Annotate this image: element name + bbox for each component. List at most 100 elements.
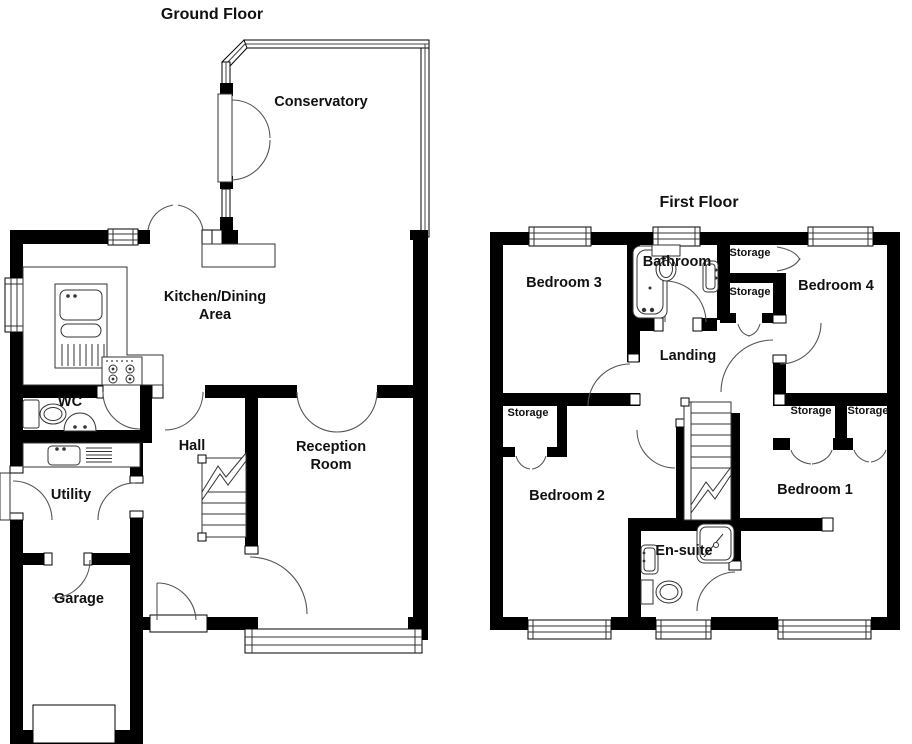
reception-double-door-right	[336, 391, 378, 433]
wall-segment	[547, 447, 567, 457]
wall-segment	[220, 83, 233, 96]
wall-segment	[835, 403, 847, 438]
conservatory-door-leaf	[217, 93, 233, 183]
wall-segment	[10, 230, 23, 278]
kitchen-patio-door-left	[147, 204, 174, 231]
room-label-reception-line1: Reception	[296, 439, 366, 455]
wall-segment	[205, 617, 258, 630]
storageB-door-right	[870, 449, 887, 463]
ground-floor-plan: Ground Floor	[0, 6, 430, 744]
room-label-bedroom1: Bedroom 1	[777, 482, 853, 498]
hob	[101, 356, 143, 386]
wall-segment	[500, 447, 515, 457]
wall-segment	[676, 427, 684, 520]
wall-segment	[700, 232, 808, 245]
wall-segment	[500, 393, 640, 406]
first-floor-door-jambs	[627, 314, 834, 571]
bathroom-door	[664, 280, 707, 323]
ground-floor-doors	[0, 93, 378, 621]
front-door	[156, 582, 197, 621]
room-label-ensuite: En-suite	[655, 543, 712, 559]
bedroom1-door	[720, 339, 774, 393]
ground-floor-windows	[4, 228, 423, 744]
wall-segment	[773, 393, 900, 406]
wall-segment	[731, 413, 740, 518]
ensuite-door	[696, 571, 736, 612]
storage1-door-left	[515, 455, 531, 470]
bedroom4-window	[807, 226, 874, 247]
conservatory-door-upper	[231, 99, 271, 139]
wall-segment	[762, 313, 778, 323]
storage-top-door-lower	[776, 257, 801, 272]
wall-segment	[140, 385, 152, 443]
first-floor-labels: Bedroom 3 Bathroom Storage Storage Bedro…	[508, 247, 889, 559]
wall-segment	[10, 520, 23, 744]
room-label-storage-mid: Storage	[730, 286, 771, 298]
wall-segment	[490, 232, 503, 630]
storageA-door-left	[790, 449, 812, 465]
room-label-wc: WC	[58, 394, 83, 410]
wall-segment	[10, 553, 52, 565]
ground-floor-fixtures	[22, 243, 276, 542]
ground-floor-door-jambs	[9, 229, 259, 633]
wall-segment	[833, 438, 853, 450]
hall-reception-door	[249, 556, 308, 615]
utility-hall-door	[97, 482, 136, 521]
kitchen-top-window	[107, 228, 139, 246]
room-label-bedroom3: Bedroom 3	[526, 275, 602, 291]
bedroom3-door	[587, 363, 631, 407]
wall-segment	[130, 557, 143, 744]
wall-segment	[220, 217, 233, 234]
room-label-storage-bedroom2: Storage	[508, 407, 549, 419]
conservatory-glazed-walls	[221, 39, 430, 238]
wall-segment	[90, 553, 143, 565]
room-label-storage-top: Storage	[730, 247, 771, 259]
kitchen-hall-door	[164, 391, 204, 431]
wall-segment	[591, 232, 653, 245]
bathroom-basin	[702, 260, 719, 293]
room-label-bathroom: Bathroom	[643, 254, 711, 270]
wall-segment	[887, 232, 900, 630]
reception-bay-window	[244, 628, 423, 654]
storageA-door-right	[811, 449, 833, 465]
room-label-garage: Garage	[54, 591, 104, 607]
wall-segment	[611, 617, 656, 630]
storage1-door-right	[531, 455, 547, 470]
shower	[696, 523, 735, 564]
wall-segment	[722, 273, 774, 283]
wall-segment	[410, 230, 428, 240]
first-floor-fixtures	[632, 244, 735, 605]
room-label-storage-a: Storage	[791, 405, 832, 417]
wc-basin	[63, 412, 97, 432]
room-label-reception-line2: Room	[310, 457, 351, 473]
wall-segment	[702, 318, 717, 331]
first-floor-plan: First Floor	[490, 194, 900, 640]
wall-segment	[628, 531, 641, 617]
storage2-door-left	[737, 323, 751, 337]
wall-segment	[10, 430, 152, 443]
bedroom2-door	[636, 429, 676, 469]
room-label-bedroom2: Bedroom 2	[529, 488, 605, 504]
room-label-storage-b: Storage	[848, 405, 889, 417]
ensuite-basin	[640, 544, 659, 575]
peninsula-counter	[201, 243, 276, 268]
ground-stairs	[197, 451, 247, 542]
storageB-door-left	[853, 449, 870, 463]
room-label-utility: Utility	[51, 487, 91, 503]
ground-floor-title: Ground Floor	[161, 6, 263, 23]
utility-external-door-leaf	[0, 472, 11, 521]
room-label-bedroom4: Bedroom 4	[798, 278, 874, 294]
ground-floor-labels: Conservatory Kitchen/Dining Area WC Hall…	[51, 94, 368, 607]
first-floor-title: First Floor	[659, 194, 738, 211]
wall-segment	[413, 237, 428, 617]
wall-segment	[130, 518, 143, 557]
kitchen-patio-door-right	[177, 204, 204, 231]
wall-segment	[720, 313, 736, 323]
ensuite-window	[655, 619, 712, 640]
wall-segment	[245, 385, 258, 553]
room-label-landing: Landing	[660, 348, 716, 364]
wall-segment	[773, 273, 786, 323]
kitchen-sink	[54, 283, 108, 369]
room-label-hall: Hall	[179, 438, 206, 454]
wall-segment	[10, 385, 103, 398]
